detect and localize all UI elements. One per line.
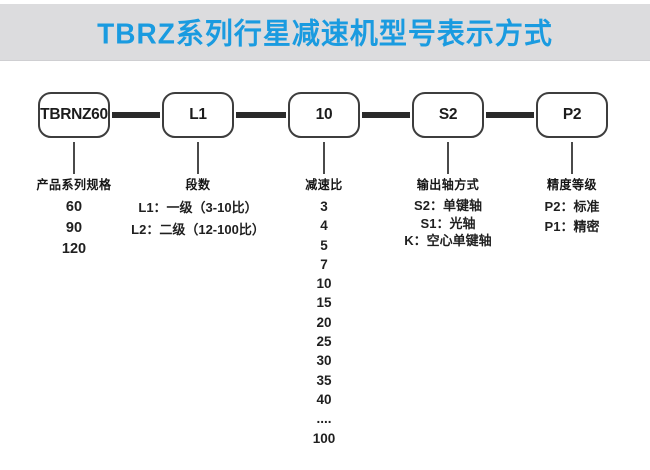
model-code-diagram: TBRNZ60 产品系列规格 60 90 120 L1 段数 L1：一级（3-10比） L2：二… bbox=[0, 60, 650, 470]
stem-line bbox=[447, 142, 449, 174]
code-box: P2 bbox=[536, 92, 608, 138]
legend-column: 段数 L1：一级（3-10比） L2：二级（12-100比） bbox=[113, 176, 283, 241]
legend-item: P2：标准 bbox=[544, 199, 600, 214]
legend-item: L1：一级（3-10比） bbox=[138, 200, 258, 215]
legend-item: 7 bbox=[320, 256, 328, 272]
legend-item: 15 bbox=[316, 295, 332, 311]
title-bar: TBRZ系列行星减速机型号表示方式 bbox=[0, 4, 650, 61]
legend-item: 120 bbox=[61, 241, 87, 257]
legend-item: 3 bbox=[320, 199, 328, 214]
legend-item: 4 bbox=[320, 218, 328, 234]
code-box: 10 bbox=[288, 92, 360, 138]
stem-line bbox=[73, 142, 75, 174]
legend-heading: 产品系列规格 bbox=[36, 177, 112, 193]
legend-heading: 减速比 bbox=[305, 177, 343, 193]
legend-column: 精度等级 P2：标准 P1：精密 bbox=[487, 176, 650, 237]
legend-item: 25 bbox=[316, 334, 332, 350]
legend-item: L2：二级（12-100比） bbox=[131, 222, 265, 237]
legend-item: S2：单键轴 bbox=[414, 198, 482, 213]
page-title: TBRZ系列行星减速机型号表示方式 bbox=[97, 17, 553, 50]
code-box: TBRNZ60 bbox=[38, 92, 110, 138]
connector-line bbox=[236, 112, 286, 118]
legend-item: 60 bbox=[65, 199, 83, 215]
legend-item: P1：精密 bbox=[544, 219, 600, 234]
legend-item: .... bbox=[316, 411, 332, 427]
legend-heading: 输出轴方式 bbox=[416, 177, 480, 193]
legend-item: 40 bbox=[316, 391, 332, 407]
legend-item: K：空心单键轴 bbox=[404, 233, 492, 248]
connector-line bbox=[486, 112, 534, 118]
legend-heading: 精度等级 bbox=[546, 177, 597, 193]
stem-line bbox=[571, 142, 573, 174]
legend-heading: 段数 bbox=[185, 177, 211, 193]
legend-item: S1：光轴 bbox=[420, 215, 476, 231]
legend-column: 减速比 3 4 5 7 10 15 20 25 30 35 40.... 100 bbox=[239, 176, 409, 448]
legend-item: 100 bbox=[312, 430, 336, 446]
legend-item: 30 bbox=[316, 353, 332, 369]
connector-line bbox=[362, 112, 410, 118]
legend-item: 20 bbox=[316, 314, 332, 330]
legend-item: 90 bbox=[65, 220, 83, 236]
code-box: S2 bbox=[412, 92, 484, 138]
stem-line bbox=[323, 142, 325, 174]
connector-line bbox=[112, 112, 160, 118]
legend-item: 5 bbox=[320, 237, 328, 253]
code-box: L1 bbox=[162, 92, 234, 138]
legend-column: 输出轴方式 S2：单键轴 S1：光轴 K：空心单键轴 bbox=[363, 176, 533, 250]
stem-line bbox=[197, 142, 199, 174]
legend-item: 35 bbox=[316, 372, 332, 388]
legend-column: 产品系列规格 60 90 120 bbox=[0, 176, 159, 260]
legend-item: 10 bbox=[316, 276, 332, 292]
